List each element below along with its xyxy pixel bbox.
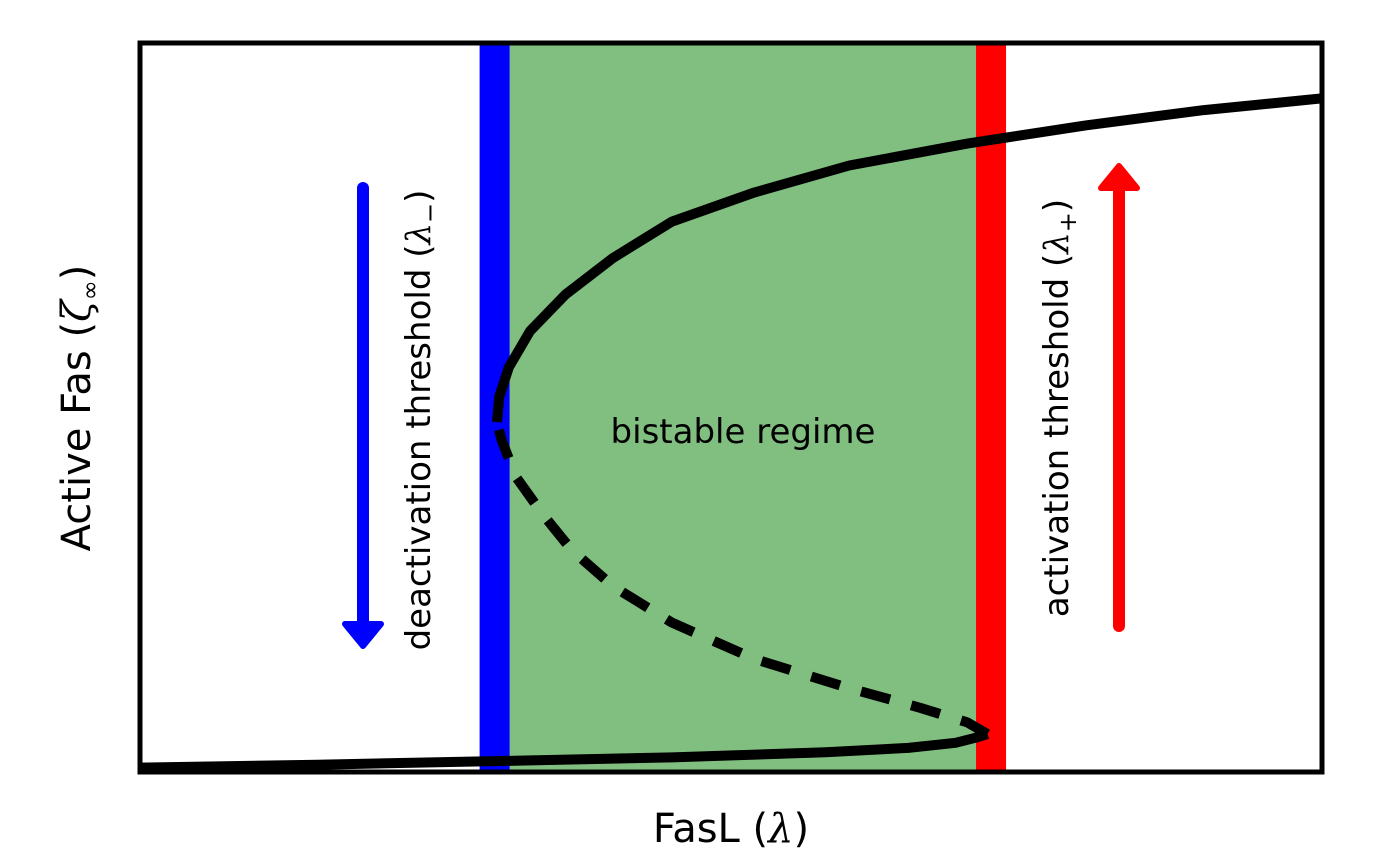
y-axis-title: Active Fas (ζ∞): [54, 265, 104, 552]
response-curve: [140, 93, 1322, 772]
activation-arrow: [1098, 163, 1140, 632]
plot-frame: [137, 40, 1325, 775]
stable-branch-2: [492, 93, 1322, 423]
region-label: bistable regime: [611, 412, 876, 452]
unstable-branch-1: [492, 420, 991, 739]
deactivation-threshold-label: deactivation threshold (λ−): [399, 190, 444, 651]
activation-threshold-label: activation threshold (λ+): [1037, 199, 1082, 617]
stable-branch-0: [140, 729, 989, 772]
x-axis-title: FasL (λ): [653, 806, 809, 852]
deactivation-arrow: [342, 182, 384, 649]
bistable-region: [494, 43, 992, 772]
